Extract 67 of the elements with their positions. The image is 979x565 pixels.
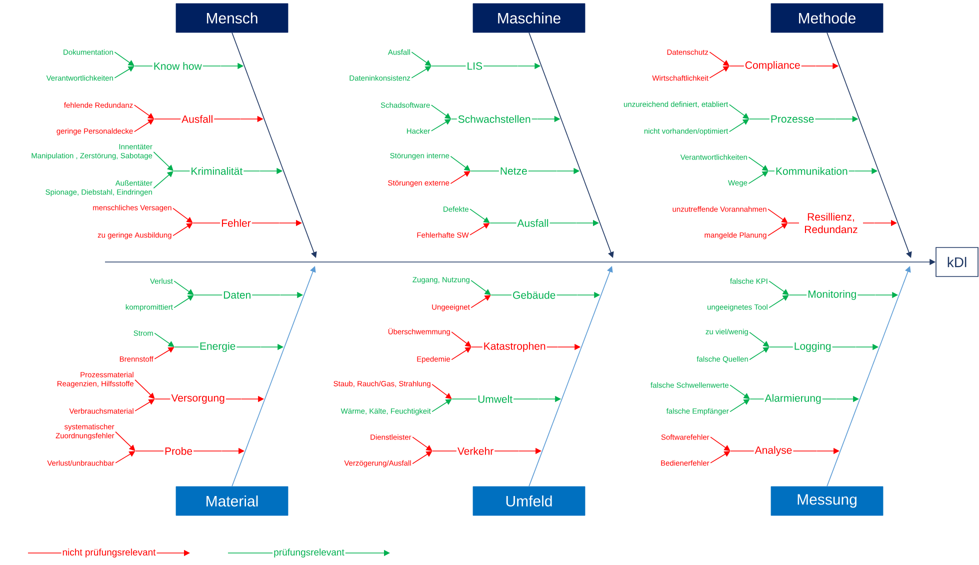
arrow [134,379,155,399]
bone-arrow [826,32,912,258]
arrow [154,332,174,347]
category-box: Umfeld [472,486,586,516]
bone-arrow [826,266,911,487]
bone-arrow [528,32,614,258]
cause-label: Fehler [192,218,280,228]
category-box: Messung [770,486,884,516]
effect-box: kDl [936,247,978,277]
cause-label: Logging [769,341,856,353]
category-box: Methode [770,3,884,33]
cause-label: Gebäude [490,290,578,300]
category-box: Mensch [176,3,288,33]
arrow [768,280,789,295]
cause-label: Alarmierung [750,393,836,405]
arrow [749,347,770,360]
cause-label: Verkehr [432,446,519,456]
cause-label: Prozesse [748,114,836,124]
cause-label: Probe [135,446,222,456]
category-box: Material [176,486,288,516]
arrow [115,431,136,451]
bone-arrow [232,266,316,487]
arrow [450,156,470,171]
arrow [768,295,789,308]
cause-label: Energie [174,341,261,353]
cause-label: Umwelt [452,394,538,404]
arrow [153,171,174,189]
arrow [174,280,194,295]
arrow [411,52,432,66]
category-box: Maschine [472,3,586,33]
bone-arrow [232,32,317,258]
cause-label: Kommunikation [768,166,856,176]
arrow [709,52,730,66]
arrow [470,280,491,295]
arrow [748,156,768,171]
cause-label: Schwachstellen [450,114,538,124]
arrow [174,295,194,308]
cause-label: Versorgung [154,393,242,405]
arrow [432,384,452,399]
cause-label: Ausfall [490,218,576,228]
legend-label: prüfungsrelevant [272,548,346,558]
arrow [451,347,472,360]
cause-label: Ausfall [154,114,241,124]
cause-label: Kriminalität [173,166,260,176]
cause-label: Resillienz, Redundanz [788,212,874,234]
cause-label: Katastrophen [471,341,558,353]
cause-label: Daten [194,290,281,300]
arrow [411,66,432,78]
bone-arrow [528,266,613,487]
arrow [450,171,470,184]
arrow [451,332,472,347]
cause-label: Monitoring [788,289,876,301]
arrow [114,52,134,66]
arrow [748,171,768,184]
arrow [709,66,730,78]
arrow [153,152,174,171]
arrow [470,295,491,308]
arrow [154,347,174,360]
cause-label: LIS [431,61,518,71]
cause-label: Compliance [729,60,816,72]
legend-label: nicht prüfungsrelevant [61,548,157,558]
cause-label: Know how [134,61,222,71]
cause-label: Analyse [730,445,817,457]
cause-label: Netze [470,166,558,176]
arrow [114,66,134,78]
arrow [730,384,750,399]
arrow [749,332,770,347]
